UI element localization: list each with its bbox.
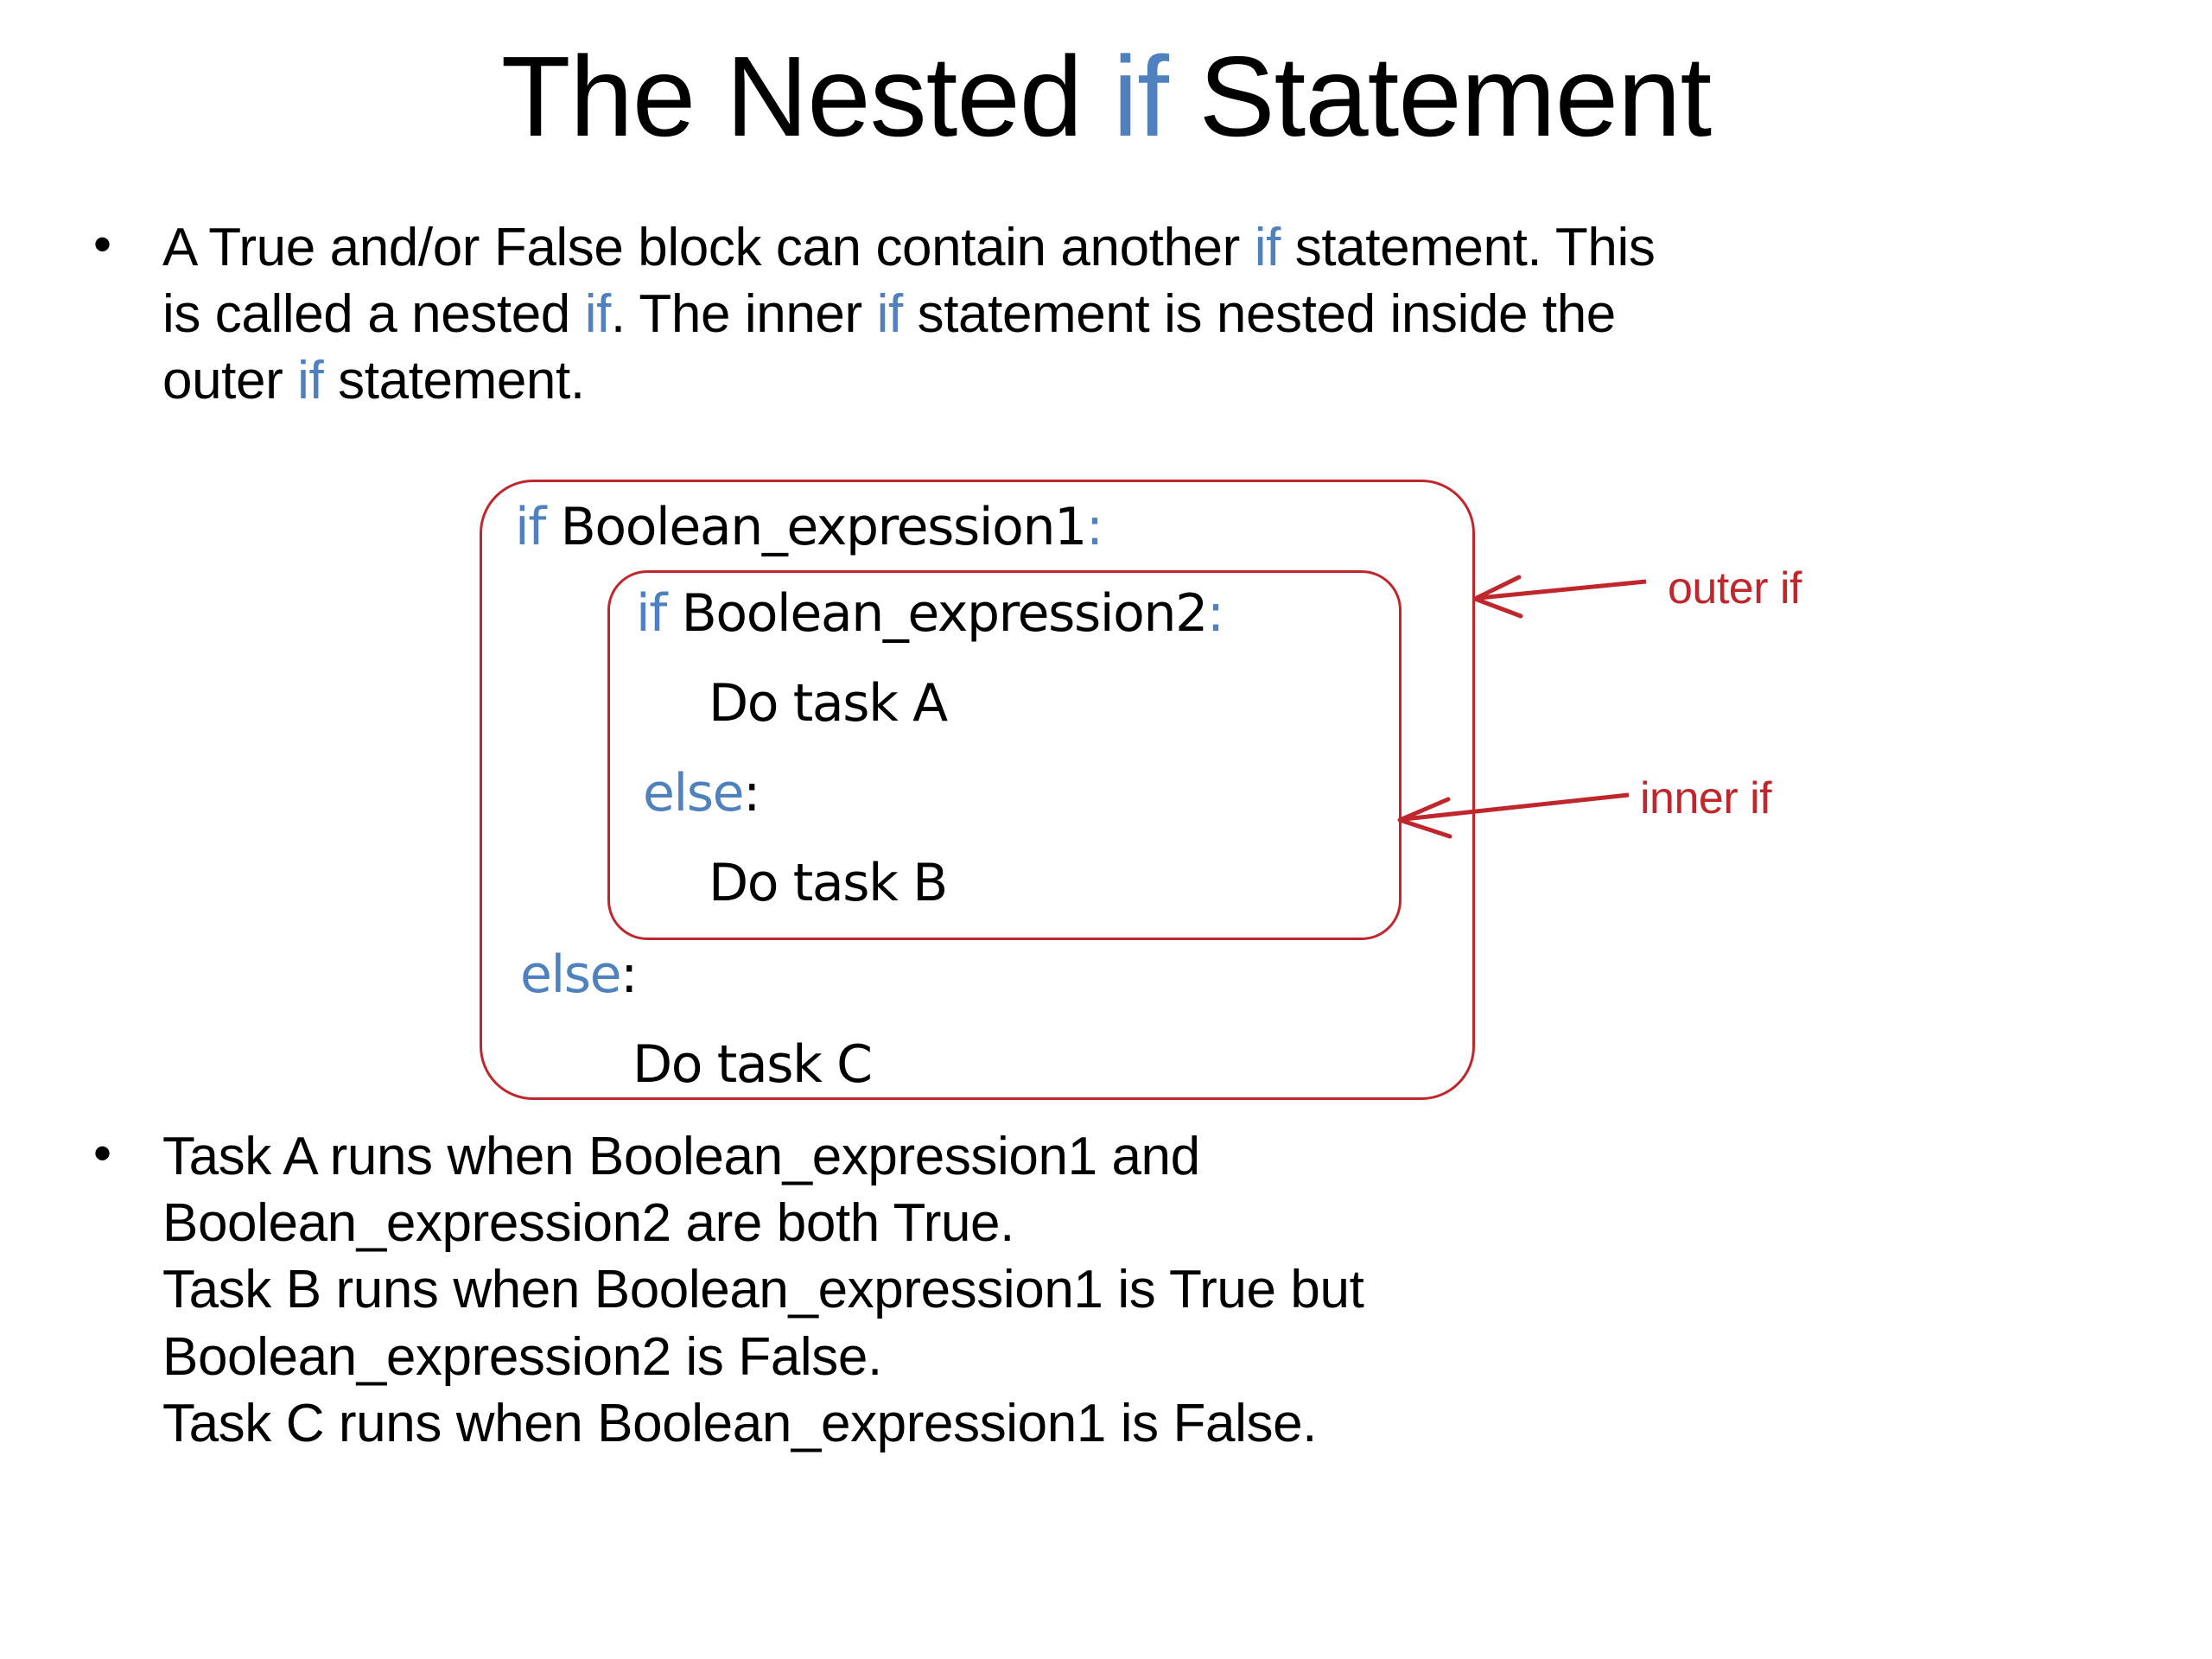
bullet-marker: • [93, 215, 112, 273]
text-run: statement. [323, 351, 585, 411]
bullet-line: Boolean_expression2 is False. [162, 1326, 882, 1387]
bullet-line: A True and/or False block can contain an… [162, 214, 1656, 281]
bullet-item-1: • A True and/or False block can contain … [79, 214, 2119, 415]
code-colon: : [620, 944, 638, 1005]
code-colon: : [743, 763, 760, 823]
nested-if-code-diagram: if Boolean_expression1: if Boolean_expre… [467, 467, 1503, 1123]
code-line-outer-else: else: [520, 949, 638, 1001]
keyword-if: if [636, 583, 667, 644]
keyword-else: else [520, 944, 622, 1005]
inner-if-boundary-box [607, 570, 1402, 940]
bullet-marker: • [93, 1124, 112, 1182]
bullet-line: Boolean_expression2 are both True. [162, 1193, 1014, 1254]
bullet-line: is called a nested if. The inner if stat… [162, 281, 1655, 347]
bullet-text-1: A True and/or False block can contain an… [162, 214, 1656, 415]
bullet-line: Task C runs when Boolean_expression1 is … [162, 1393, 1317, 1453]
page-title-post: Statement [1167, 33, 1713, 160]
annotation-label-inner-if: inner if [1640, 773, 1772, 823]
annotation-label-outer-if: outer if [1668, 563, 1802, 613]
text-run: is called a nested [162, 284, 585, 345]
code-text: Do task B [709, 853, 948, 913]
page-title-keyword: if [1112, 33, 1169, 160]
bullet-line: Task B runs when Boolean_expression1 is … [162, 1260, 1364, 1320]
code-colon: : [1085, 497, 1103, 557]
keyword-if: if [876, 284, 904, 345]
keyword-if: if [584, 284, 612, 345]
keyword-if: if [1254, 218, 1281, 277]
code-line-do-task-a: Do task A [709, 677, 948, 729]
text-run: A True and/or False block can contain an… [162, 218, 1255, 277]
keyword-if: if [297, 351, 324, 411]
code-text: Do task A [709, 673, 948, 734]
keyword-else: else [643, 763, 745, 823]
text-run: . The inner [610, 284, 877, 345]
code-line-do-task-c: Do task C [632, 1039, 873, 1090]
code-text: Boolean_expression2 [666, 583, 1209, 644]
code-line-outer-if: if Boolean_expression1: [515, 501, 1103, 553]
code-colon: : [1206, 583, 1224, 644]
code-line-inner-if: if Boolean_expression2: [636, 588, 1224, 639]
page-title-pre: The Nested [500, 33, 1113, 160]
code-line-do-task-b: Do task B [709, 857, 948, 909]
code-line-inner-else: else: [643, 767, 760, 819]
text-run: statement. This [1280, 218, 1656, 277]
bullet-text-2: Task A runs when Boolean_expression1 and… [162, 1123, 1364, 1457]
text-run: statement is nested inside the [902, 284, 1617, 345]
bullet-item-2: • Task A runs when Boolean_expression1 a… [79, 1123, 2119, 1457]
text-run: outer [162, 351, 298, 411]
code-text: Do task C [632, 1034, 873, 1095]
code-text: Boolean_expression1 [545, 497, 1088, 557]
keyword-if: if [515, 497, 546, 557]
bullet-line: Task A runs when Boolean_expression1 and [162, 1127, 1200, 1186]
bullet-line: outer if statement. [162, 347, 1655, 414]
outer-if-boundary-box [480, 480, 1475, 1100]
page-title: The Nested if Statement [0, 33, 2212, 161]
